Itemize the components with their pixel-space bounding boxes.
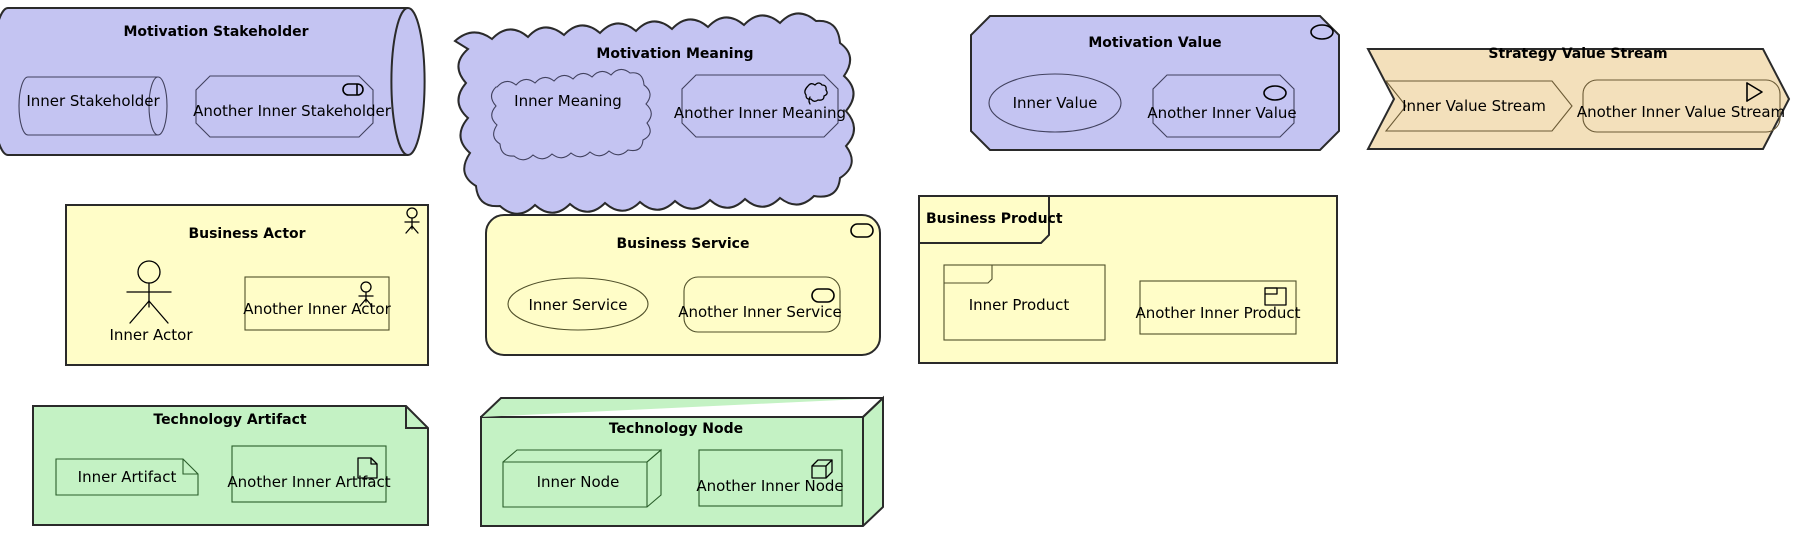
inner-cylinder-cap — [148, 76, 159, 136]
group-title: Business Product — [926, 211, 1063, 227]
inner-octagon-shape[interactable] — [681, 74, 839, 138]
value-stream-icon — [1746, 82, 1763, 102]
inner-rect-shape[interactable] — [943, 264, 1106, 341]
child-another-inner-value[interactable]: Another Inner Value — [1147, 74, 1297, 138]
product-icon — [1264, 287, 1287, 306]
child-label: Inner Service — [528, 296, 627, 314]
service-icon — [811, 288, 835, 303]
child-label: Another Inner Service — [678, 303, 842, 321]
service-icon — [850, 223, 874, 238]
child-another-inner-value-stream[interactable]: Another Inner Value Stream — [1577, 79, 1785, 133]
child-another-inner-meaning[interactable]: Another Inner Meaning — [674, 74, 846, 138]
group-business-product[interactable]: Business Product Inner Product Another I… — [918, 195, 1338, 364]
child-inner-value-stream[interactable]: Inner Value Stream — [1384, 80, 1573, 132]
child-label: Inner Node — [537, 473, 620, 491]
inner-rect-shape[interactable] — [231, 445, 387, 503]
child-inner-value[interactable]: Inner Value — [988, 73, 1122, 133]
child-label: Another Inner Actor — [243, 300, 391, 318]
child-inner-artifact[interactable]: Inner Artifact — [55, 458, 199, 496]
actor-icon — [358, 281, 374, 307]
group-motivation-meaning[interactable]: Motivation Meaning Inner Meaning Another… — [453, 12, 855, 215]
inner-octagon-shape[interactable] — [195, 75, 374, 138]
child-another-inner-artifact[interactable]: Another Inner Artifact — [227, 445, 391, 503]
group-title: Motivation Stakeholder — [123, 24, 308, 40]
product-label-tab — [918, 195, 1050, 244]
inner-folded-shape[interactable] — [55, 458, 199, 496]
group-strategy-value-stream[interactable]: Strategy Value Stream Inner Value Stream… — [1366, 46, 1791, 150]
inner-rounded-rect-shape[interactable] — [683, 276, 841, 333]
group-business-actor[interactable]: Business Actor Inner Actor — [65, 204, 429, 366]
child-label: Inner Value Stream — [1402, 97, 1546, 115]
inner-rect-shape[interactable] — [698, 449, 843, 507]
child-another-inner-service[interactable]: Another Inner Service — [678, 276, 842, 333]
inner-rect-shape[interactable] — [244, 276, 390, 331]
value-outer-octagon[interactable] — [970, 15, 1340, 151]
child-inner-meaning[interactable]: Inner Meaning — [490, 68, 652, 161]
child-label: Another Inner Artifact — [227, 473, 390, 491]
value-icon — [1310, 24, 1334, 40]
service-outer-rounded-rect[interactable] — [485, 214, 881, 356]
group-technology-node[interactable]: Technology Node Inner Node Another Inner… — [480, 395, 884, 527]
product-outer-rect[interactable] — [918, 195, 1338, 364]
inner-cloud-shape[interactable] — [490, 68, 652, 161]
group-title: Strategy Value Stream — [1488, 46, 1667, 62]
child-label: Inner Product — [969, 296, 1070, 314]
child-inner-service[interactable]: Inner Service — [507, 277, 649, 331]
child-inner-actor[interactable]: Inner Actor — [109, 260, 193, 344]
child-label: Another Inner Stakeholder — [193, 102, 392, 120]
child-inner-product[interactable]: Inner Product — [943, 264, 1106, 341]
inner-rect-shape[interactable] — [1139, 280, 1297, 335]
actor-icon — [404, 207, 420, 234]
child-another-inner-product[interactable]: Another Inner Product — [1135, 280, 1301, 335]
stakeholder-icon — [342, 83, 364, 96]
child-label: Another Inner Meaning — [674, 104, 846, 122]
meaning-outer-cloud[interactable] — [453, 12, 855, 215]
inner-3d-corner-edge — [646, 449, 662, 463]
group-technology-artifact[interactable]: Technology Artifact Inner Artifact Anoth… — [32, 405, 429, 526]
child-label: Inner Actor — [109, 326, 193, 344]
actor-outer-rect[interactable] — [65, 204, 429, 366]
artifact-fold-corner — [405, 406, 428, 429]
inner-ellipse-shape[interactable] — [988, 73, 1122, 133]
node-3d-corner-edge — [862, 397, 884, 418]
child-label: Inner Meaning — [514, 92, 622, 110]
artifact-icon — [357, 457, 378, 479]
child-label: Another Inner Value — [1147, 104, 1296, 122]
inner-chevron-shape[interactable] — [1384, 80, 1573, 132]
group-title: Motivation Meaning — [596, 46, 753, 62]
child-label: Another Inner Value Stream — [1577, 103, 1785, 121]
inner-3d-top-face — [502, 449, 661, 463]
meaning-icon — [804, 82, 828, 105]
child-inner-stakeholder[interactable]: Inner Stakeholder — [18, 76, 168, 136]
child-another-inner-node[interactable]: Another Inner Node — [696, 449, 844, 507]
group-title: Technology Node — [609, 421, 743, 437]
child-inner-node[interactable]: Inner Node — [502, 448, 662, 508]
group-title: Motivation Value — [1088, 35, 1221, 51]
child-another-inner-actor[interactable]: Another Inner Actor — [243, 276, 392, 331]
inner-rounded-rect-shape[interactable] — [1582, 79, 1781, 133]
child-label: Inner Stakeholder — [26, 92, 160, 110]
node-icon — [811, 459, 833, 479]
inner-product-tab — [944, 264, 993, 284]
inner-fold-corner — [182, 459, 198, 475]
child-another-inner-stakeholder[interactable]: Another Inner Stakeholder — [193, 75, 392, 138]
child-label: Another Inner Node — [696, 477, 843, 495]
child-label: Another Inner Product — [1135, 304, 1300, 322]
group-motivation-stakeholder[interactable]: Motivation Stakeholder Inner Stakeholder… — [0, 7, 426, 156]
child-label: Inner Value — [1013, 94, 1098, 112]
stakeholder-cylinder-cap — [390, 7, 409, 156]
node-3d-top-face — [480, 397, 883, 418]
group-title: Technology Artifact — [153, 412, 307, 428]
inner-octagon-shape[interactable] — [1152, 74, 1295, 138]
stick-figure-shape[interactable] — [126, 260, 172, 324]
group-title: Business Actor — [188, 226, 305, 242]
value-stream-outer-chevron[interactable] — [1366, 48, 1791, 150]
group-business-service[interactable]: Business Service Inner Service Another I… — [485, 214, 881, 356]
value-icon — [1263, 85, 1287, 101]
child-label: Inner Artifact — [78, 468, 177, 486]
group-motivation-value[interactable]: Motivation Value Inner Value Another Inn… — [970, 15, 1340, 151]
inner-ellipse-shape[interactable] — [507, 277, 649, 331]
group-title: Business Service — [617, 236, 750, 252]
